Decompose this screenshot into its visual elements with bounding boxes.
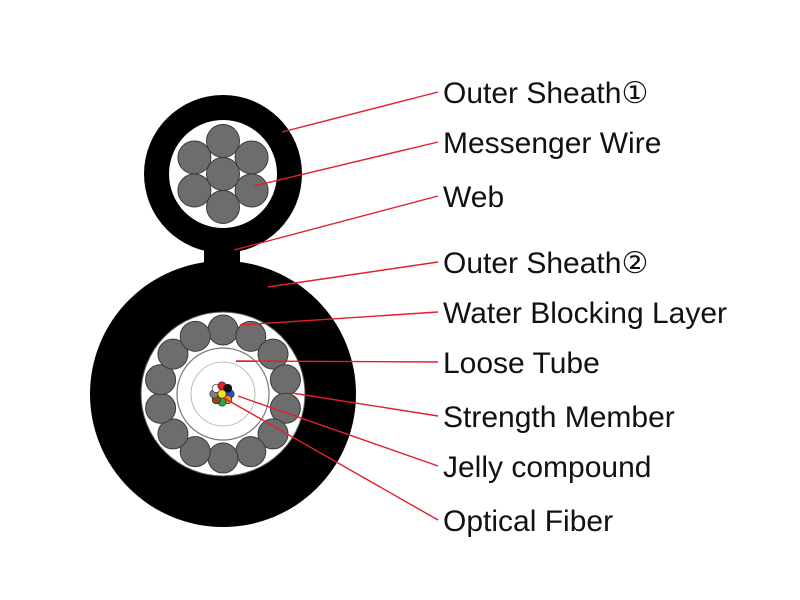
- leader-loose-tube: [235, 360, 439, 363]
- label-jelly-compound: Jelly compound: [443, 451, 651, 484]
- messenger-wire-strand: [234, 173, 269, 208]
- messenger-wire-strand: [206, 124, 240, 158]
- label-strength-member: Strength Member: [443, 401, 675, 434]
- strength-member-strand: [145, 364, 177, 396]
- label-outer-sheath-1: Outer Sheath①: [443, 77, 648, 110]
- cable-drawing: [90, 95, 356, 527]
- label-column: Outer Sheath① Messenger Wire Web Outer S…: [443, 77, 727, 538]
- messenger-wire-strand: [206, 190, 240, 224]
- leader-outer-sheath-2: [267, 261, 439, 288]
- messenger-wire-bundle: [177, 124, 269, 224]
- leader-water-blocking-layer: [239, 311, 439, 326]
- optical-fiber-bundle: [209, 381, 235, 407]
- optical-fiber-strand: [217, 389, 227, 399]
- messenger-wire-strand: [177, 140, 212, 175]
- label-outer-sheath-2: Outer Sheath②: [443, 247, 648, 280]
- messenger-wire-strand: [206, 157, 240, 191]
- optical-fiber-strand: [223, 383, 233, 393]
- strength-member-strand: [157, 338, 189, 370]
- strength-member-strand: [235, 320, 267, 352]
- leader-lines: [223, 91, 439, 521]
- label-web: Web: [443, 181, 504, 214]
- strength-member-strand: [145, 392, 177, 424]
- leader-strength-member: [291, 392, 439, 417]
- leader-jelly-compound: [237, 395, 439, 467]
- strength-member-strand: [207, 442, 239, 474]
- strength-member-strand: [179, 320, 211, 352]
- strength-member-strand: [157, 418, 189, 450]
- leader-web: [233, 195, 439, 251]
- strength-member-strand: [235, 436, 267, 468]
- strength-member-strand: [269, 364, 301, 396]
- strength-member-strand: [207, 314, 239, 346]
- leader-messenger-wire: [253, 141, 439, 187]
- strength-member-ring: [145, 314, 301, 474]
- messenger-wire-strand: [177, 173, 212, 208]
- leader-outer-sheath-1: [281, 91, 439, 133]
- label-loose-tube: Loose Tube: [443, 347, 600, 380]
- strength-member-strand: [179, 436, 211, 468]
- label-water-blocking-layer: Water Blocking Layer: [443, 297, 727, 330]
- leader-optical-fiber: [223, 397, 439, 521]
- messenger-wire-strand: [234, 140, 269, 175]
- label-optical-fiber: Optical Fiber: [443, 505, 613, 538]
- label-messenger-wire: Messenger Wire: [443, 127, 661, 160]
